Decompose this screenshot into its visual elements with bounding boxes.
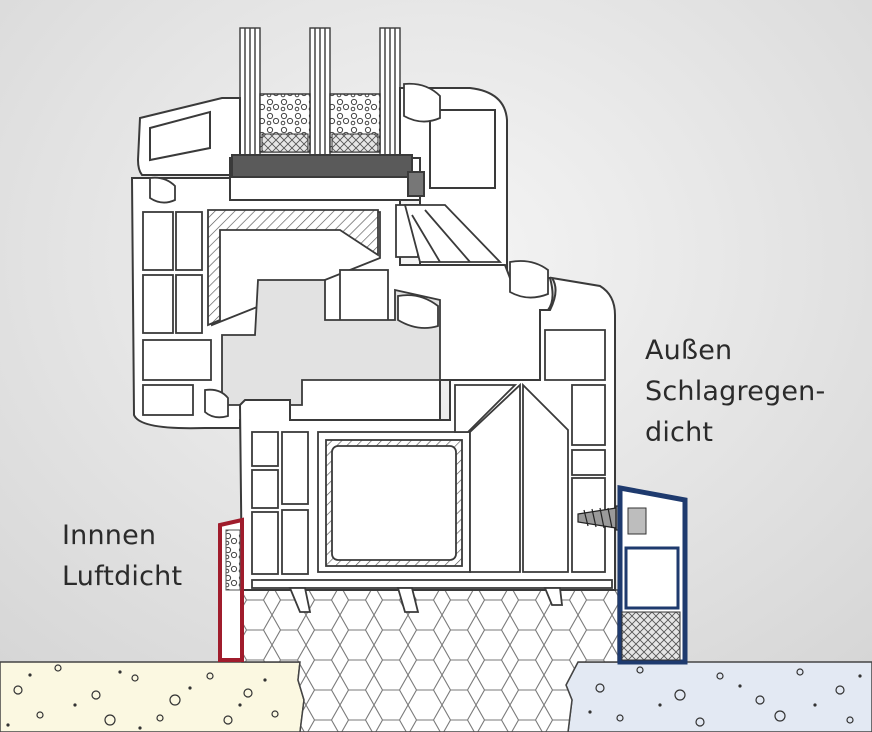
label-inside-line1: Innnen (62, 520, 157, 551)
center-cavity (221, 279, 441, 406)
masonry-wall-inside (0, 661, 305, 732)
seal-tape-outer (617, 484, 688, 665)
frame-chambers (251, 329, 613, 589)
masonry-wall-outside (565, 661, 872, 732)
label-outside-line1: Außen (645, 335, 733, 366)
label-outside-line3: dicht (645, 417, 714, 448)
sash-profile (136, 87, 508, 291)
gasket-clips (149, 82, 549, 419)
glass-spacers (259, 93, 381, 153)
frame-bottom-feet (288, 587, 564, 613)
seal-tape-inner (218, 517, 244, 662)
label-outside: Außen Schlagregen- dicht (645, 330, 825, 453)
label-outside-line2: Schlagregen- (645, 376, 826, 407)
label-inside-line2: Luftdicht (62, 561, 183, 592)
label-inside: Innnen Luftdicht (62, 515, 182, 597)
